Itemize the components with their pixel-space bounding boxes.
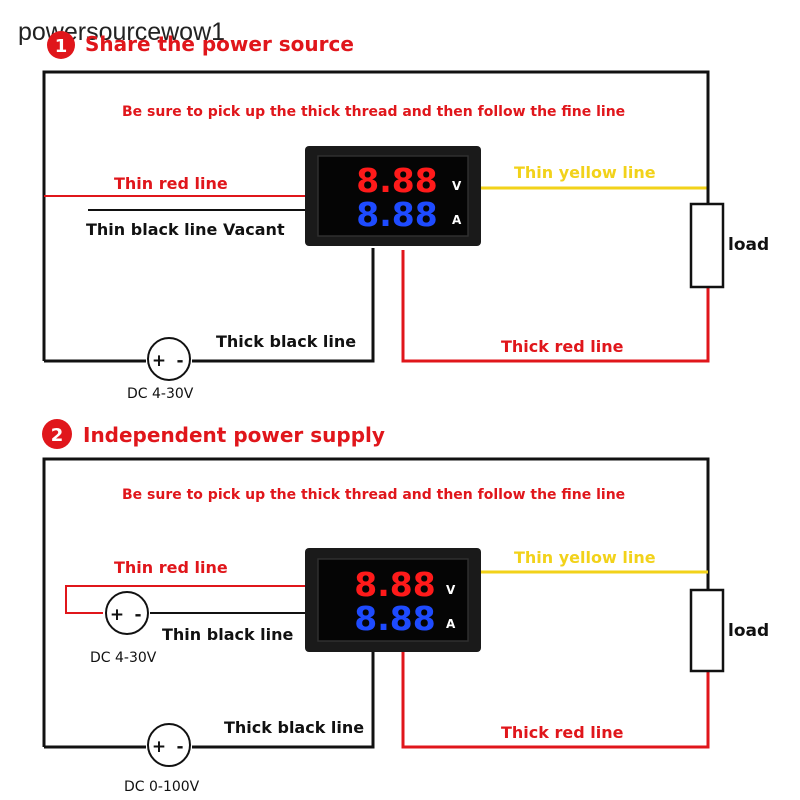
label-thick-black-1: Thick black line <box>216 332 356 351</box>
badge-number-2: 2 <box>51 425 64 446</box>
label-thin-red-1: Thin red line <box>114 174 228 193</box>
load-resistor-2 <box>689 588 725 673</box>
label-thick-red-2: Thick red line <box>501 723 624 742</box>
meter-screen-1 <box>317 155 469 237</box>
badge-circle-2 <box>42 419 72 449</box>
supply-minus-1: - <box>176 351 183 371</box>
wire-thick-red-2 <box>401 652 710 749</box>
diagram-independent-power-supply: 2 Independent power supply Be sure to pi… <box>42 419 769 795</box>
section-title-2: Independent power supply <box>83 423 385 447</box>
power-supply-small-2: + - DC 4-30V <box>90 591 157 666</box>
instruction-text-1: Be sure to pick up the thick thread and … <box>122 104 625 120</box>
unit-v-label-1: V <box>452 179 462 193</box>
unit-v-label-2: V <box>446 583 456 597</box>
unit-a-label-2: A <box>446 617 456 631</box>
wire-thick-black-2 <box>192 652 375 749</box>
label-thick-black-2: Thick black line <box>224 718 364 737</box>
label-thin-yellow-2: Thin yellow line <box>514 548 656 567</box>
supply-circle-1 <box>147 337 191 381</box>
load-resistor-1 <box>689 202 725 289</box>
badge-circle-1 <box>47 31 75 59</box>
supply-small-label-2: DC 4-30V <box>90 650 157 666</box>
label-thin-red-2: Thin red line <box>114 558 228 577</box>
load-label-1: load <box>728 235 769 255</box>
instruction-text-2: Be sure to pick up the thick thread and … <box>122 487 625 503</box>
label-thin-black-vacant-1: Thin black line Vacant <box>86 220 285 239</box>
voltage-display-2: 8.88 <box>354 565 435 604</box>
label-thick-red-1: Thick red line <box>501 337 624 356</box>
power-supply-1: + - DC 4-30V <box>127 337 194 402</box>
current-display-2: 8.88 <box>354 599 435 638</box>
meter-screen-2 <box>317 558 469 642</box>
supply-label-1: DC 4-30V <box>127 386 194 402</box>
load-label-2: load <box>728 621 769 641</box>
meter-1: 8.88 8.88 V A <box>305 146 481 246</box>
supply-main-circle-2 <box>147 723 191 767</box>
unit-a-label-1: A <box>452 213 462 227</box>
supply-small-circle-2 <box>105 591 149 635</box>
wire-thick-red-1 <box>401 250 710 363</box>
wire-thin-red-2 <box>65 585 308 614</box>
supply-main-label-2: DC 0-100V <box>124 779 200 795</box>
supply-small-plus-2: + <box>110 605 124 625</box>
power-supply-main-2: + - DC 0-100V <box>124 723 200 795</box>
label-thin-black-2: Thin black line <box>162 625 294 644</box>
section-title-1: Share the power source <box>85 32 354 56</box>
badge-number-1: 1 <box>55 36 68 57</box>
diagram-share-power-source: 1 Share the power source Be sure to pick… <box>42 31 769 402</box>
voltage-display-1: 8.88 <box>356 161 437 200</box>
supply-main-plus-2: + <box>152 737 166 757</box>
supply-small-minus-2: - <box>134 605 141 625</box>
current-display-1: 8.88 <box>356 195 437 234</box>
supply-main-minus-2: - <box>176 737 183 757</box>
label-thin-yellow-1: Thin yellow line <box>514 163 656 182</box>
wire-thick-black-1 <box>192 248 375 363</box>
wire-frame-black-2 <box>42 457 710 747</box>
meter-2: 8.88 8.88 V A <box>305 548 481 652</box>
supply-plus-1: + <box>152 351 166 371</box>
